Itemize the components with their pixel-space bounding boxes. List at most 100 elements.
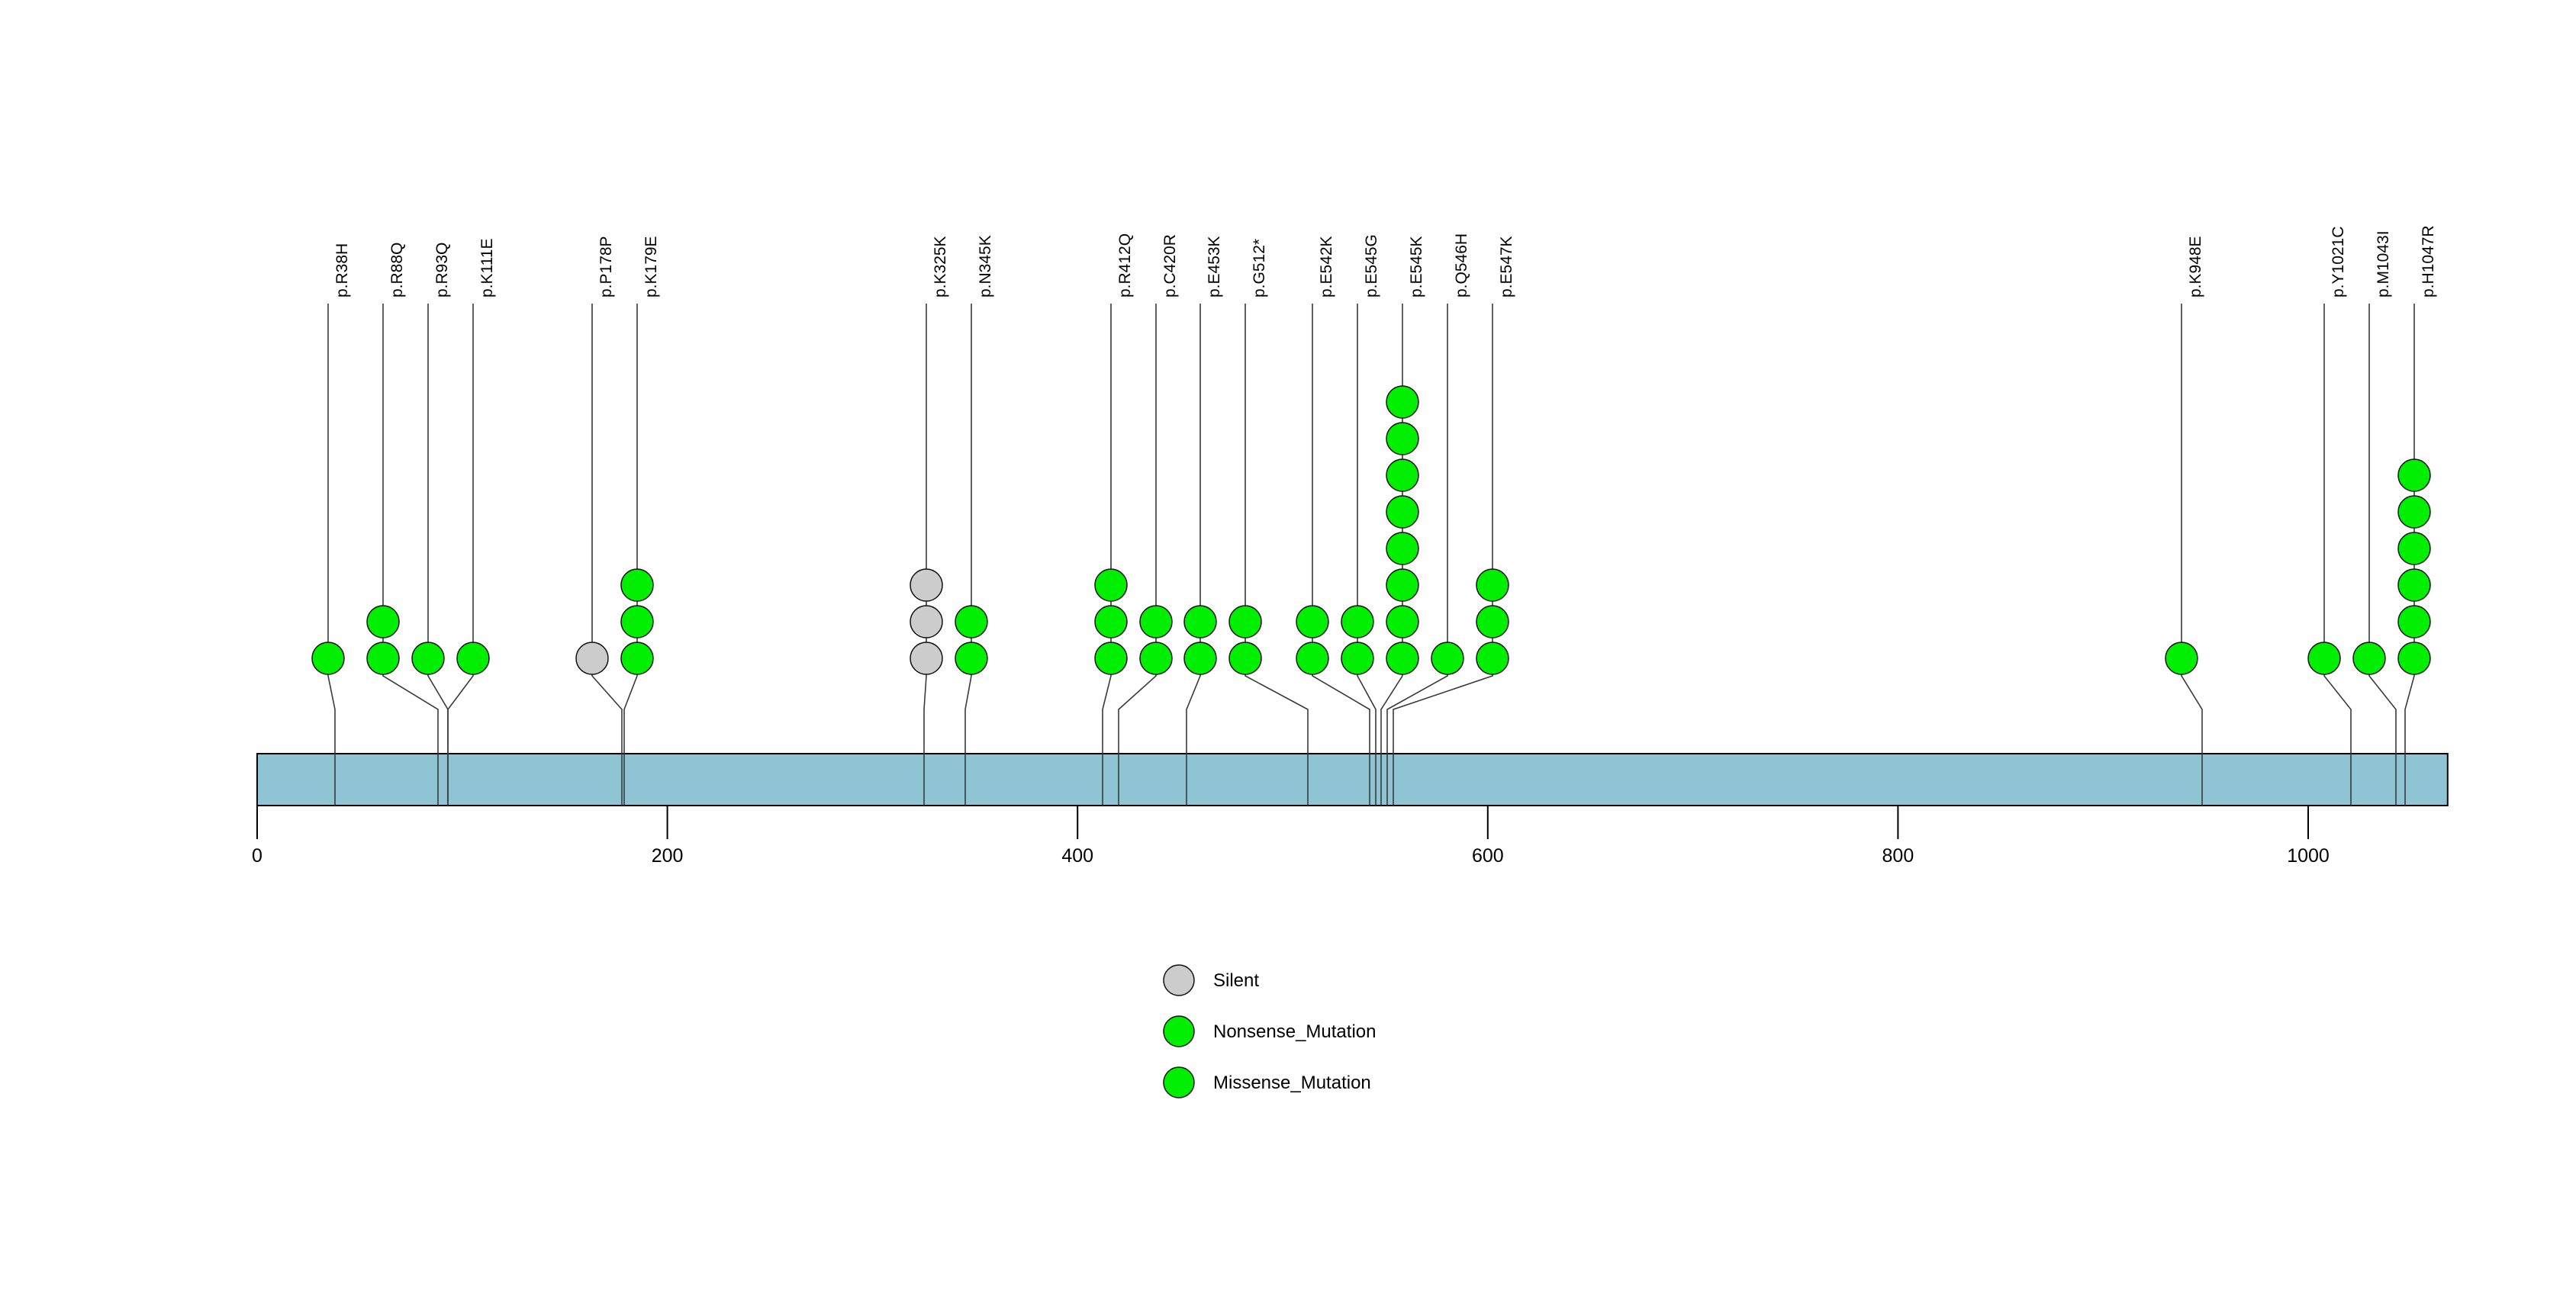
mutation-dot[interactable]	[1386, 605, 1419, 638]
lollipop-stack-p.E545K[interactable]	[1386, 385, 1419, 675]
stem-path	[327, 304, 336, 806]
mutation-dot[interactable]	[2397, 495, 2431, 529]
lollipop-stack-p.K325K[interactable]	[910, 568, 943, 675]
lollipop-stem-p.K111E	[447, 304, 474, 806]
lollipop-stack-p.E542K[interactable]	[1296, 605, 1329, 675]
mutation-dot[interactable]	[366, 642, 400, 675]
mutation-dot[interactable]	[2397, 532, 2431, 565]
stem-path	[591, 304, 623, 806]
lollipop-stack-p.G512*[interactable]	[1228, 605, 1262, 675]
mutation-dot[interactable]	[1476, 568, 1509, 602]
stem-path	[1393, 304, 1493, 806]
lollipop-stack-p.C420R[interactable]	[1139, 605, 1173, 675]
mutation-dot[interactable]	[366, 605, 400, 638]
lollipop-stem-p.E547K	[1393, 304, 1493, 806]
mutation-label-p.R38H: p.R38H	[333, 243, 351, 298]
mutation-dot[interactable]	[575, 642, 609, 675]
mutation-dot[interactable]	[1341, 642, 1374, 675]
mutation-dot[interactable]	[1476, 605, 1509, 638]
lollipop-stack-p.E453K[interactable]	[1183, 605, 1217, 675]
lollipop-stack-p.E547K[interactable]	[1476, 568, 1509, 675]
mutation-dot[interactable]	[1094, 605, 1128, 638]
mutation-dot[interactable]	[1296, 642, 1329, 675]
mutation-dot[interactable]	[910, 605, 943, 638]
mutation-dot[interactable]	[955, 605, 988, 638]
mutation-label-p.Y1021C: p.Y1021C	[2330, 226, 2347, 298]
mutation-dot[interactable]	[1139, 642, 1173, 675]
mutation-dot[interactable]	[2352, 642, 2386, 675]
mutation-dot[interactable]	[620, 605, 654, 638]
stem-path	[2368, 304, 2397, 806]
mutation-dot[interactable]	[1386, 532, 1419, 565]
mutation-label-p.H1047R: p.H1047R	[2420, 225, 2437, 298]
mutation-dot[interactable]	[620, 642, 654, 675]
stem-path	[1186, 304, 1201, 806]
lollipop-stem-p.E545G	[1357, 304, 1377, 806]
lollipop-stack-p.E545G[interactable]	[1341, 605, 1374, 675]
mutation-dot[interactable]	[2397, 642, 2431, 675]
stem-path	[1102, 304, 1112, 806]
lollipop-stack-p.Y1021C[interactable]	[2307, 642, 2341, 675]
mutation-dot[interactable]	[2165, 642, 2198, 675]
mutation-dot[interactable]	[620, 568, 654, 602]
mutation-dot[interactable]	[1139, 605, 1173, 638]
mutation-dot[interactable]	[1296, 605, 1329, 638]
legend-label-Missense_Mutation: Missense_Mutation	[1213, 1073, 1371, 1093]
stem-path	[1357, 304, 1377, 806]
mutation-dot[interactable]	[1386, 495, 1419, 529]
mutation-dot[interactable]	[1341, 605, 1374, 638]
mutation-dot[interactable]	[456, 642, 490, 675]
mutation-dot[interactable]	[1183, 642, 1217, 675]
mutation-label-p.K948E: p.K948E	[2187, 236, 2204, 298]
lollipop-stack-p.K948E[interactable]	[2165, 642, 2198, 675]
mutation-dot[interactable]	[2307, 642, 2341, 675]
lollipop-stack-p.R88Q[interactable]	[366, 605, 400, 675]
mutation-label-p.C420R: p.C420R	[1161, 234, 1179, 298]
mutation-dot[interactable]	[1386, 458, 1419, 492]
mutation-dot[interactable]	[1386, 422, 1419, 455]
lollipop-stem-p.N345K	[964, 304, 972, 806]
stem-path	[1118, 304, 1157, 806]
mutation-dot[interactable]	[1476, 642, 1509, 675]
mutation-dot[interactable]	[311, 642, 345, 675]
lollipop-stack-p.Q546H[interactable]	[1431, 642, 1464, 675]
mutation-dot[interactable]	[1386, 642, 1419, 675]
mutation-dot[interactable]	[955, 642, 988, 675]
stem-path	[382, 304, 439, 806]
lollipop-stack-p.N345K[interactable]	[955, 605, 988, 675]
mutation-dot[interactable]	[1183, 605, 1217, 638]
lollipop-stack-p.R412Q[interactable]	[1094, 568, 1128, 675]
lollipop-stack-p.K111E[interactable]	[456, 642, 490, 675]
mutation-dot[interactable]	[1228, 605, 1262, 638]
mutation-dot[interactable]	[910, 642, 943, 675]
mutation-label-p.G512*: p.G512*	[1251, 238, 1268, 298]
mutation-dot[interactable]	[2397, 568, 2431, 602]
axis-tick-label-400: 400	[1061, 845, 1094, 867]
mutation-dot[interactable]	[910, 568, 943, 602]
stem-path	[964, 304, 972, 806]
lollipop-stem-p.K179E	[623, 304, 638, 806]
lollipop-stack-p.R38H[interactable]	[311, 642, 345, 675]
lollipop-stem-p.M1043I	[2368, 304, 2397, 806]
lollipop-stack-p.R93Q[interactable]	[411, 642, 445, 675]
mutation-dot[interactable]	[1094, 642, 1128, 675]
mutation-dot[interactable]	[2397, 605, 2431, 638]
mutation-dot[interactable]	[1386, 568, 1419, 602]
lollipop-stack-p.H1047R[interactable]	[2397, 458, 2431, 675]
mutation-dot[interactable]	[1094, 568, 1128, 602]
stem-path	[447, 304, 474, 806]
mutation-dot[interactable]	[2397, 458, 2431, 492]
lollipop-stack-p.P178P[interactable]	[575, 642, 609, 675]
mutation-label-p.E453K: p.E453K	[1206, 236, 1223, 298]
lollipop-stem-p.K948E	[2181, 304, 2203, 806]
mutation-label-p.K111E: p.K111E	[478, 238, 496, 298]
mutation-dot[interactable]	[411, 642, 445, 675]
lollipop-stem-p.P178P	[591, 304, 623, 806]
mutation-dot[interactable]	[1228, 642, 1262, 675]
lollipop-stack-p.K179E[interactable]	[620, 568, 654, 675]
mutation-dot[interactable]	[1431, 642, 1464, 675]
lollipop-stack-p.M1043I[interactable]	[2352, 642, 2386, 675]
mutation-label-p.E547K: p.E547K	[1498, 236, 1515, 298]
protein-domain-bar	[256, 753, 2449, 806]
mutation-dot[interactable]	[1386, 385, 1419, 419]
